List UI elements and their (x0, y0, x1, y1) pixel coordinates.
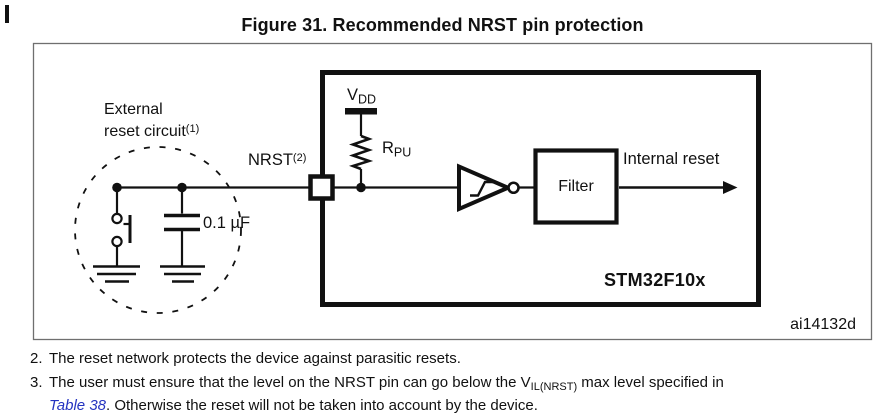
figure-frame (32, 42, 873, 341)
nrst-footref: (2) (292, 152, 307, 164)
note3-text: The user must ensure that the level on t… (49, 374, 849, 414)
filter-text: Filter (558, 177, 594, 195)
hysteresis-icon (470, 180, 493, 197)
note2-number: 2. (30, 350, 43, 367)
note2-text: The reset network protects the device ag… (49, 350, 461, 367)
rpu-label: RPU (382, 139, 411, 162)
vdd-sub: DD (358, 92, 377, 107)
external-circuit-dashed-circle (74, 146, 242, 314)
external-reset-label: External reset circuit(1) (104, 101, 234, 141)
capacitor-value-label: 0.1 µF (203, 214, 251, 232)
figure-caption: Figure 31. Recommended NRST pin protecti… (241, 15, 644, 35)
external-reset-footref: (1) (185, 122, 200, 135)
external-reset-line2: reset circuit (104, 122, 186, 140)
internal-reset-arrow (619, 181, 738, 194)
note3-part1: The user must ensure that the level on t… (49, 374, 531, 391)
ground-symbol-capacitor (160, 265, 205, 283)
change-bar (5, 5, 9, 23)
note3-vil-subscript: IL(NRST) (530, 381, 578, 393)
nrst-pin-square (308, 174, 335, 201)
filter-label: Filter (533, 148, 619, 225)
nrst-label: NRST(2) (248, 149, 306, 169)
vdd-main: V (347, 86, 359, 104)
note3-part2: max level specified in (577, 374, 724, 391)
rpu-sub: PU (393, 145, 412, 160)
rpu-main: R (382, 139, 394, 157)
note3-number: 3. (30, 374, 43, 391)
ground-symbol-switch (93, 265, 140, 283)
note3-part3: . Otherwise the reset will not be taken … (106, 396, 538, 414)
internal-reset-label: Internal reset (623, 150, 720, 168)
vdd-pullup-resistor (345, 108, 377, 187)
external-reset-line1: External (104, 101, 163, 118)
table-38-link[interactable]: Table 38 (49, 396, 106, 414)
junction-dots (112, 182, 366, 193)
vdd-label: VDD (347, 86, 376, 109)
reset-switch (111, 190, 132, 266)
figure-id-label: ai14132d (790, 316, 856, 333)
filter-box (533, 148, 619, 225)
chip-name-label: STM32F10x (604, 270, 706, 290)
capacitor (164, 190, 200, 266)
schmitt-trigger (457, 163, 520, 213)
nrst-text: NRST (248, 151, 293, 169)
